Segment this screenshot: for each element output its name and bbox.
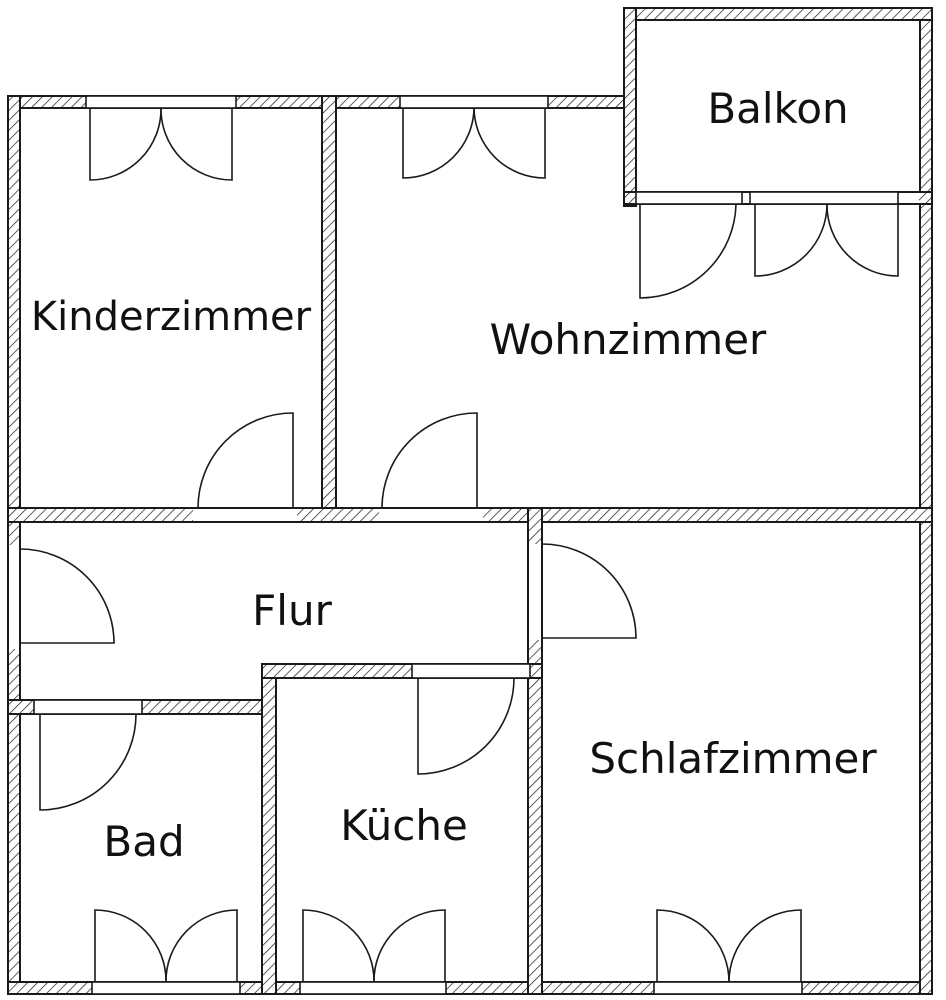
door-bad bbox=[39, 713, 137, 811]
window-flur-kueche bbox=[411, 663, 531, 679]
label-flur: Flur bbox=[252, 586, 332, 635]
door-openings bbox=[9, 193, 919, 649]
window-bad bbox=[33, 699, 143, 715]
windows bbox=[33, 95, 899, 995]
door-kinderzimmer bbox=[197, 412, 294, 509]
label-balkon: Balkon bbox=[707, 84, 848, 133]
door-entrance bbox=[19, 548, 115, 644]
window-balkon-door bbox=[635, 191, 743, 205]
window-schlaf-bottom bbox=[653, 981, 803, 995]
window-balkon-door-2 bbox=[749, 191, 899, 205]
label-bad: Bad bbox=[103, 817, 184, 866]
window-kinderzimmer bbox=[85, 95, 237, 109]
label-kueche: Küche bbox=[340, 801, 468, 850]
door-wohnzimmer bbox=[381, 412, 478, 509]
room-labels: Balkon Kinderzimmer Wohnzimmer Flur Schl… bbox=[31, 84, 877, 866]
label-wohnzimmer: Wohnzimmer bbox=[490, 315, 767, 364]
window-kueche-bottom bbox=[299, 981, 447, 995]
door-schlafzimmer bbox=[541, 543, 637, 639]
window-bad-bottom bbox=[91, 981, 241, 995]
window-wohnzimmer bbox=[399, 95, 549, 109]
wall-kinder-wohn bbox=[321, 95, 337, 521]
label-schlafzimmer: Schlafzimmer bbox=[589, 734, 877, 783]
wall-flur-step bbox=[261, 663, 277, 995]
door-kueche bbox=[417, 677, 515, 775]
wall-balkon-left bbox=[623, 7, 637, 207]
wall-right bbox=[919, 7, 933, 995]
outer-walls bbox=[7, 7, 933, 995]
door-swings bbox=[19, 412, 637, 811]
window-swings bbox=[89, 107, 899, 983]
label-kinderzimmer: Kinderzimmer bbox=[31, 294, 312, 340]
wall-balkon-top bbox=[623, 7, 933, 21]
